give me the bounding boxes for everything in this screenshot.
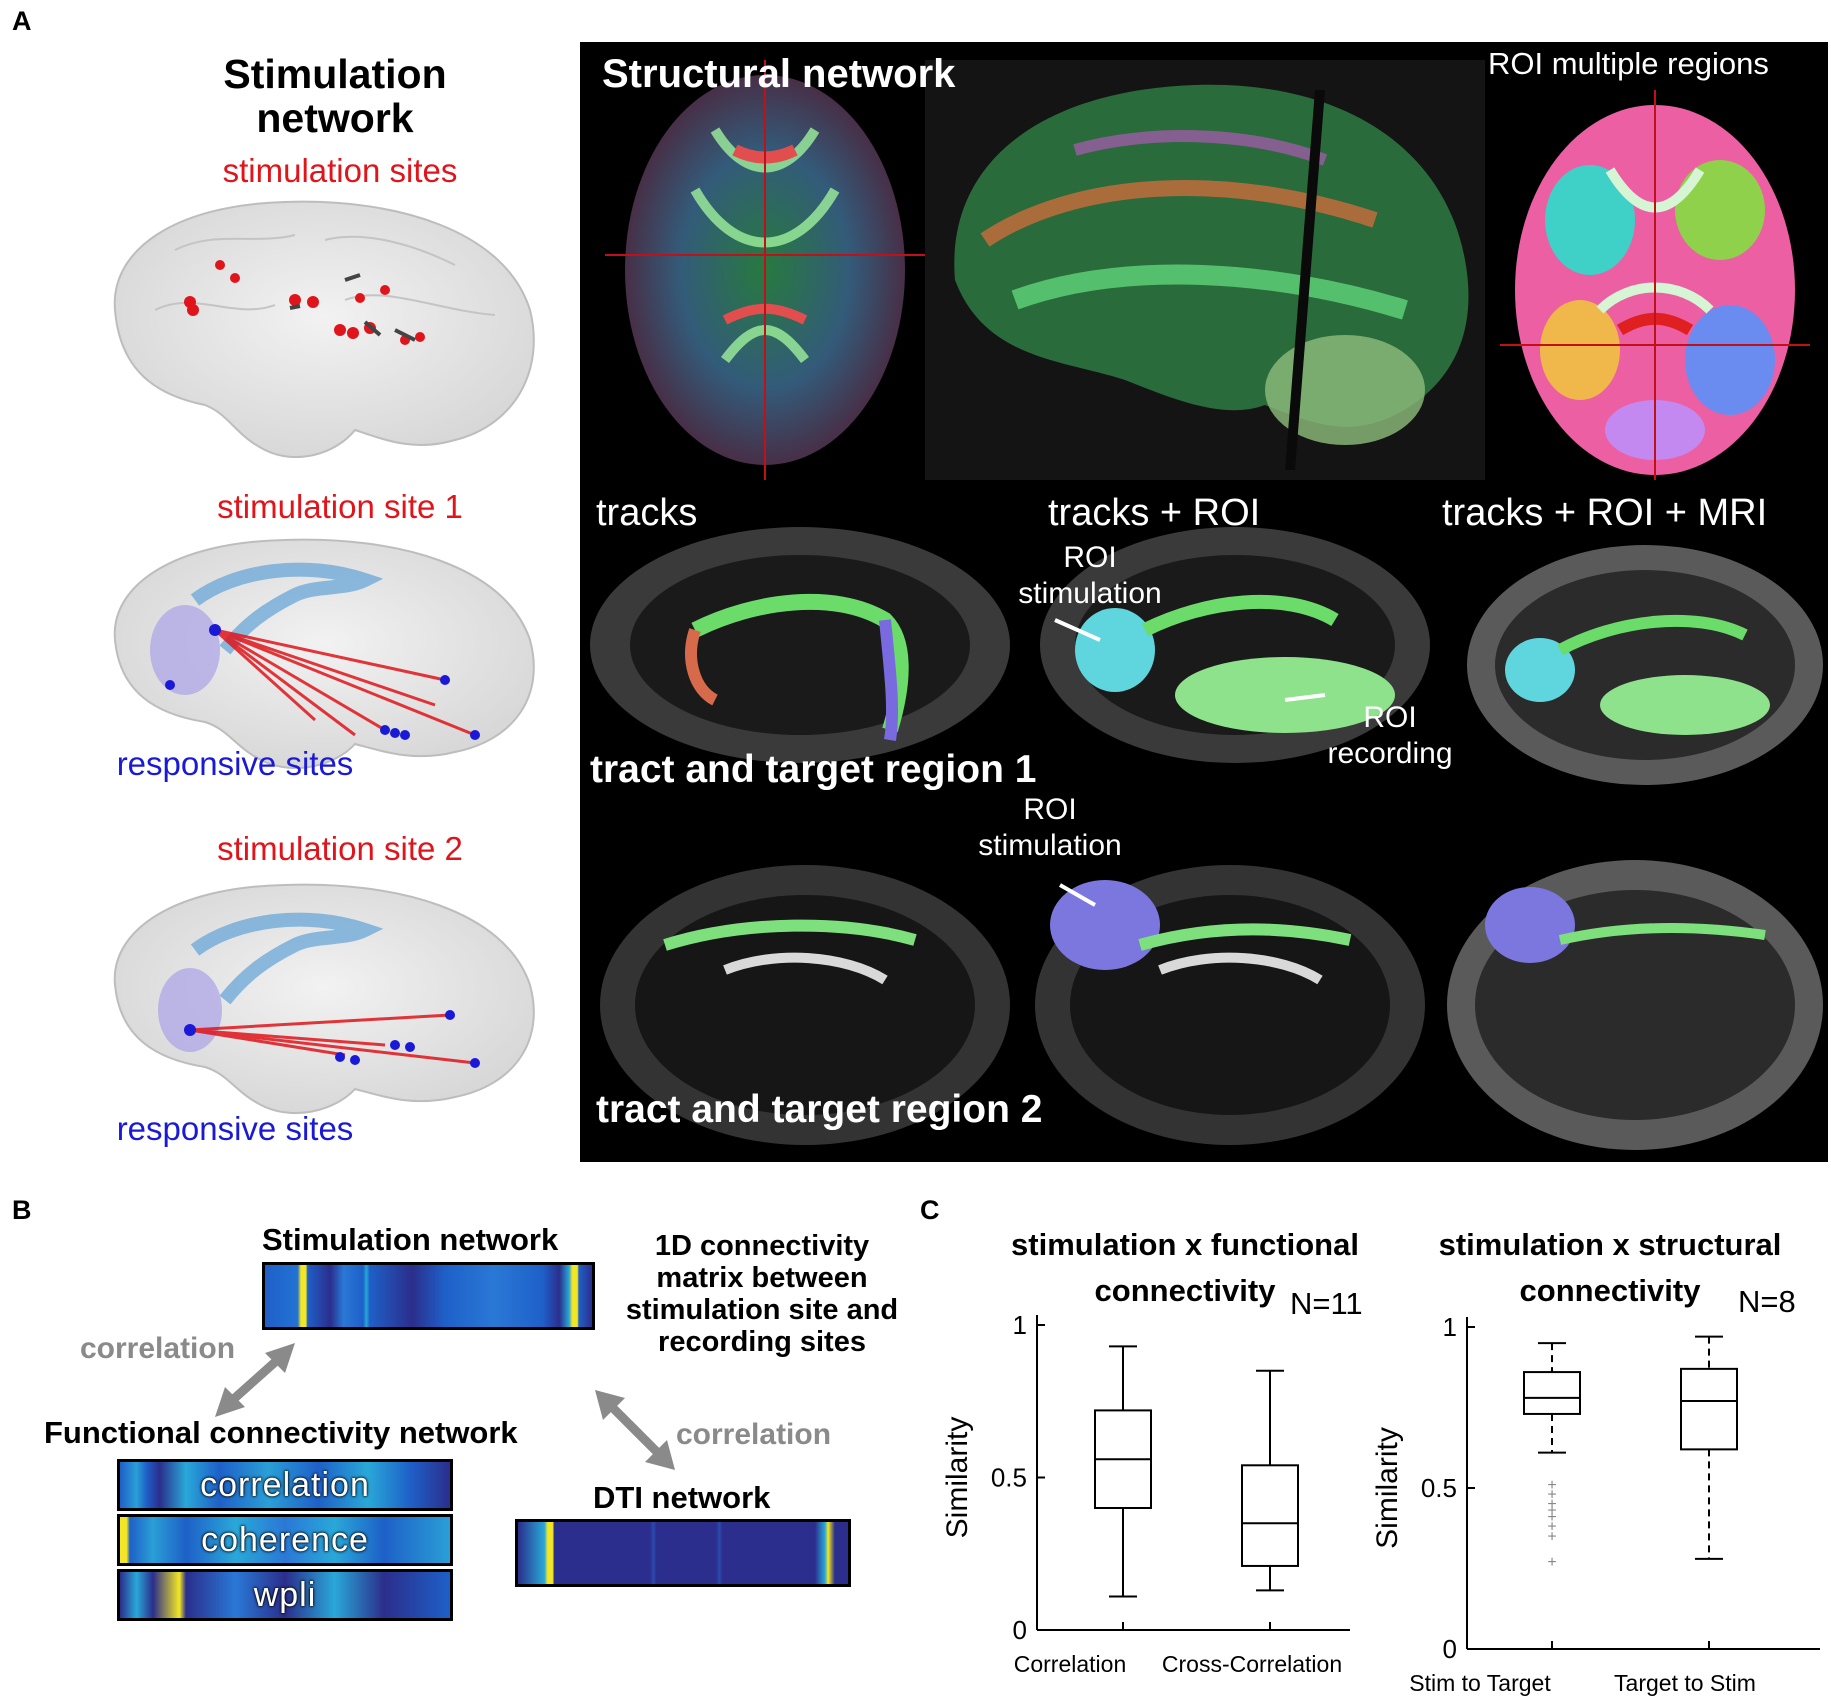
outlier-marker: + [1547, 1528, 1556, 1545]
responsive-sites-label-1: responsive sites [116, 745, 354, 782]
x-category-label: Target to Stim [1614, 1670, 1756, 1696]
correlation-arrow-label-right: correlation [676, 1418, 832, 1451]
roi-multiple-regions-label: ROI multiple regions [1488, 46, 1769, 81]
tracks-roi-label: tracks + ROI [1048, 492, 1261, 534]
correlation-bar-label: correlation [200, 1465, 370, 1504]
responsive-sites-label-2: responsive sites [116, 1110, 354, 1147]
roi-stimulation-label-1: ROI stimulation [1018, 541, 1162, 610]
double-arrow-left [215, 1343, 295, 1417]
box [1241, 1464, 1299, 1567]
box [1680, 1367, 1738, 1451]
tract-target-region-1-caption: tract and target region 1 [590, 748, 1037, 791]
y-tick-label: 0 [1013, 1615, 1027, 1645]
outlier-marker: + [1547, 1477, 1556, 1494]
coherence-bar: coherence [117, 1514, 453, 1566]
box [1523, 1371, 1581, 1415]
dti-network-label: DTI network [593, 1480, 771, 1515]
x-category-label: Cross-Correlation [1162, 1651, 1342, 1677]
wpli-bar-label: wpli [253, 1575, 317, 1614]
chart1-title: stimulation x functional connectivity [1011, 1227, 1359, 1308]
connectivity-matrix-description: 1D connectivity matrix between stimulati… [625, 1230, 899, 1358]
functional-connectivity-network-label: Functional connectivity network [44, 1415, 518, 1450]
sagittal-tractography-image [925, 60, 1485, 480]
y-tick-label: 1 [1443, 1312, 1457, 1342]
roi-multiple-regions-image [1500, 90, 1810, 480]
outlier-marker: + [1547, 1486, 1556, 1503]
tracks-sagittal-image [590, 527, 1010, 763]
outlier-marker: + [1547, 1554, 1556, 1571]
y-tick-label: 0.5 [1421, 1473, 1457, 1503]
brain-stimulation-site-1 [113, 538, 535, 769]
wpli-bar: wpli [117, 1569, 453, 1621]
panel-letter-c: C [920, 1195, 940, 1225]
chart2-annotation: N=8 [1738, 1284, 1796, 1319]
panel-letter-a: A [12, 6, 32, 36]
tract-target-region-2-caption: tract and target region 2 [596, 1088, 1043, 1131]
outlier-marker: + [1547, 1503, 1556, 1520]
dti-network-bar [515, 1519, 851, 1587]
panel-letter-b: B [12, 1195, 32, 1225]
tracks-roi-mri-image-2 [1447, 860, 1823, 1150]
outlier-marker: + [1547, 1519, 1556, 1536]
outlier-marker: + [1547, 1509, 1556, 1526]
y-axis-label: Similarity [941, 1417, 974, 1539]
correlation-arrow-label-left: correlation [80, 1332, 236, 1365]
brain-stimulation-site-2 [113, 883, 535, 1114]
brain-stimulation-sites [113, 200, 535, 458]
coherence-bar-label: coherence [201, 1520, 369, 1559]
axial-dti-image [605, 60, 925, 480]
stimulation-site-2-label: stimulation site 2 [217, 830, 463, 867]
stimulation-network-bar [262, 1262, 595, 1330]
y-tick-label: 1 [1013, 1310, 1027, 1340]
double-arrow-right [595, 1390, 675, 1470]
stimulation-sites-label: stimulation sites [222, 152, 458, 189]
outlier-marker: + [1547, 1496, 1556, 1513]
tracks-roi-image [1040, 527, 1430, 763]
x-category-label: Stim to Target [1409, 1670, 1551, 1696]
structural-network-title: Structural network [602, 52, 956, 96]
tracks-roi-mri-label: tracks + ROI + MRI [1442, 492, 1768, 534]
stimulation-site-1-label: stimulation site 1 [217, 488, 463, 525]
stimulation-network-label-b: Stimulation network [262, 1222, 559, 1257]
x-category-label: Correlation [1014, 1651, 1127, 1677]
y-tick-label: 0 [1443, 1634, 1457, 1664]
tracks-sagittal-image-2 [600, 865, 1010, 1145]
roi-recording-label: ROI recording [1327, 701, 1453, 770]
tracks-label: tracks [596, 492, 698, 534]
y-tick-label: 0.5 [991, 1463, 1027, 1493]
y-axis-label: Similarity [1371, 1427, 1404, 1549]
correlation-bar: correlation [117, 1459, 453, 1511]
stimulation-network-title: Stimulation network [223, 51, 447, 141]
tracks-roi-mri-image [1467, 545, 1823, 785]
chart2-title: stimulation x structural connectivity [1438, 1227, 1782, 1308]
chart1-annotation: N=11 [1290, 1286, 1363, 1321]
tracks-roi-image-2 [1035, 865, 1425, 1145]
roi-stimulation-label-2: ROI stimulation [978, 793, 1122, 862]
